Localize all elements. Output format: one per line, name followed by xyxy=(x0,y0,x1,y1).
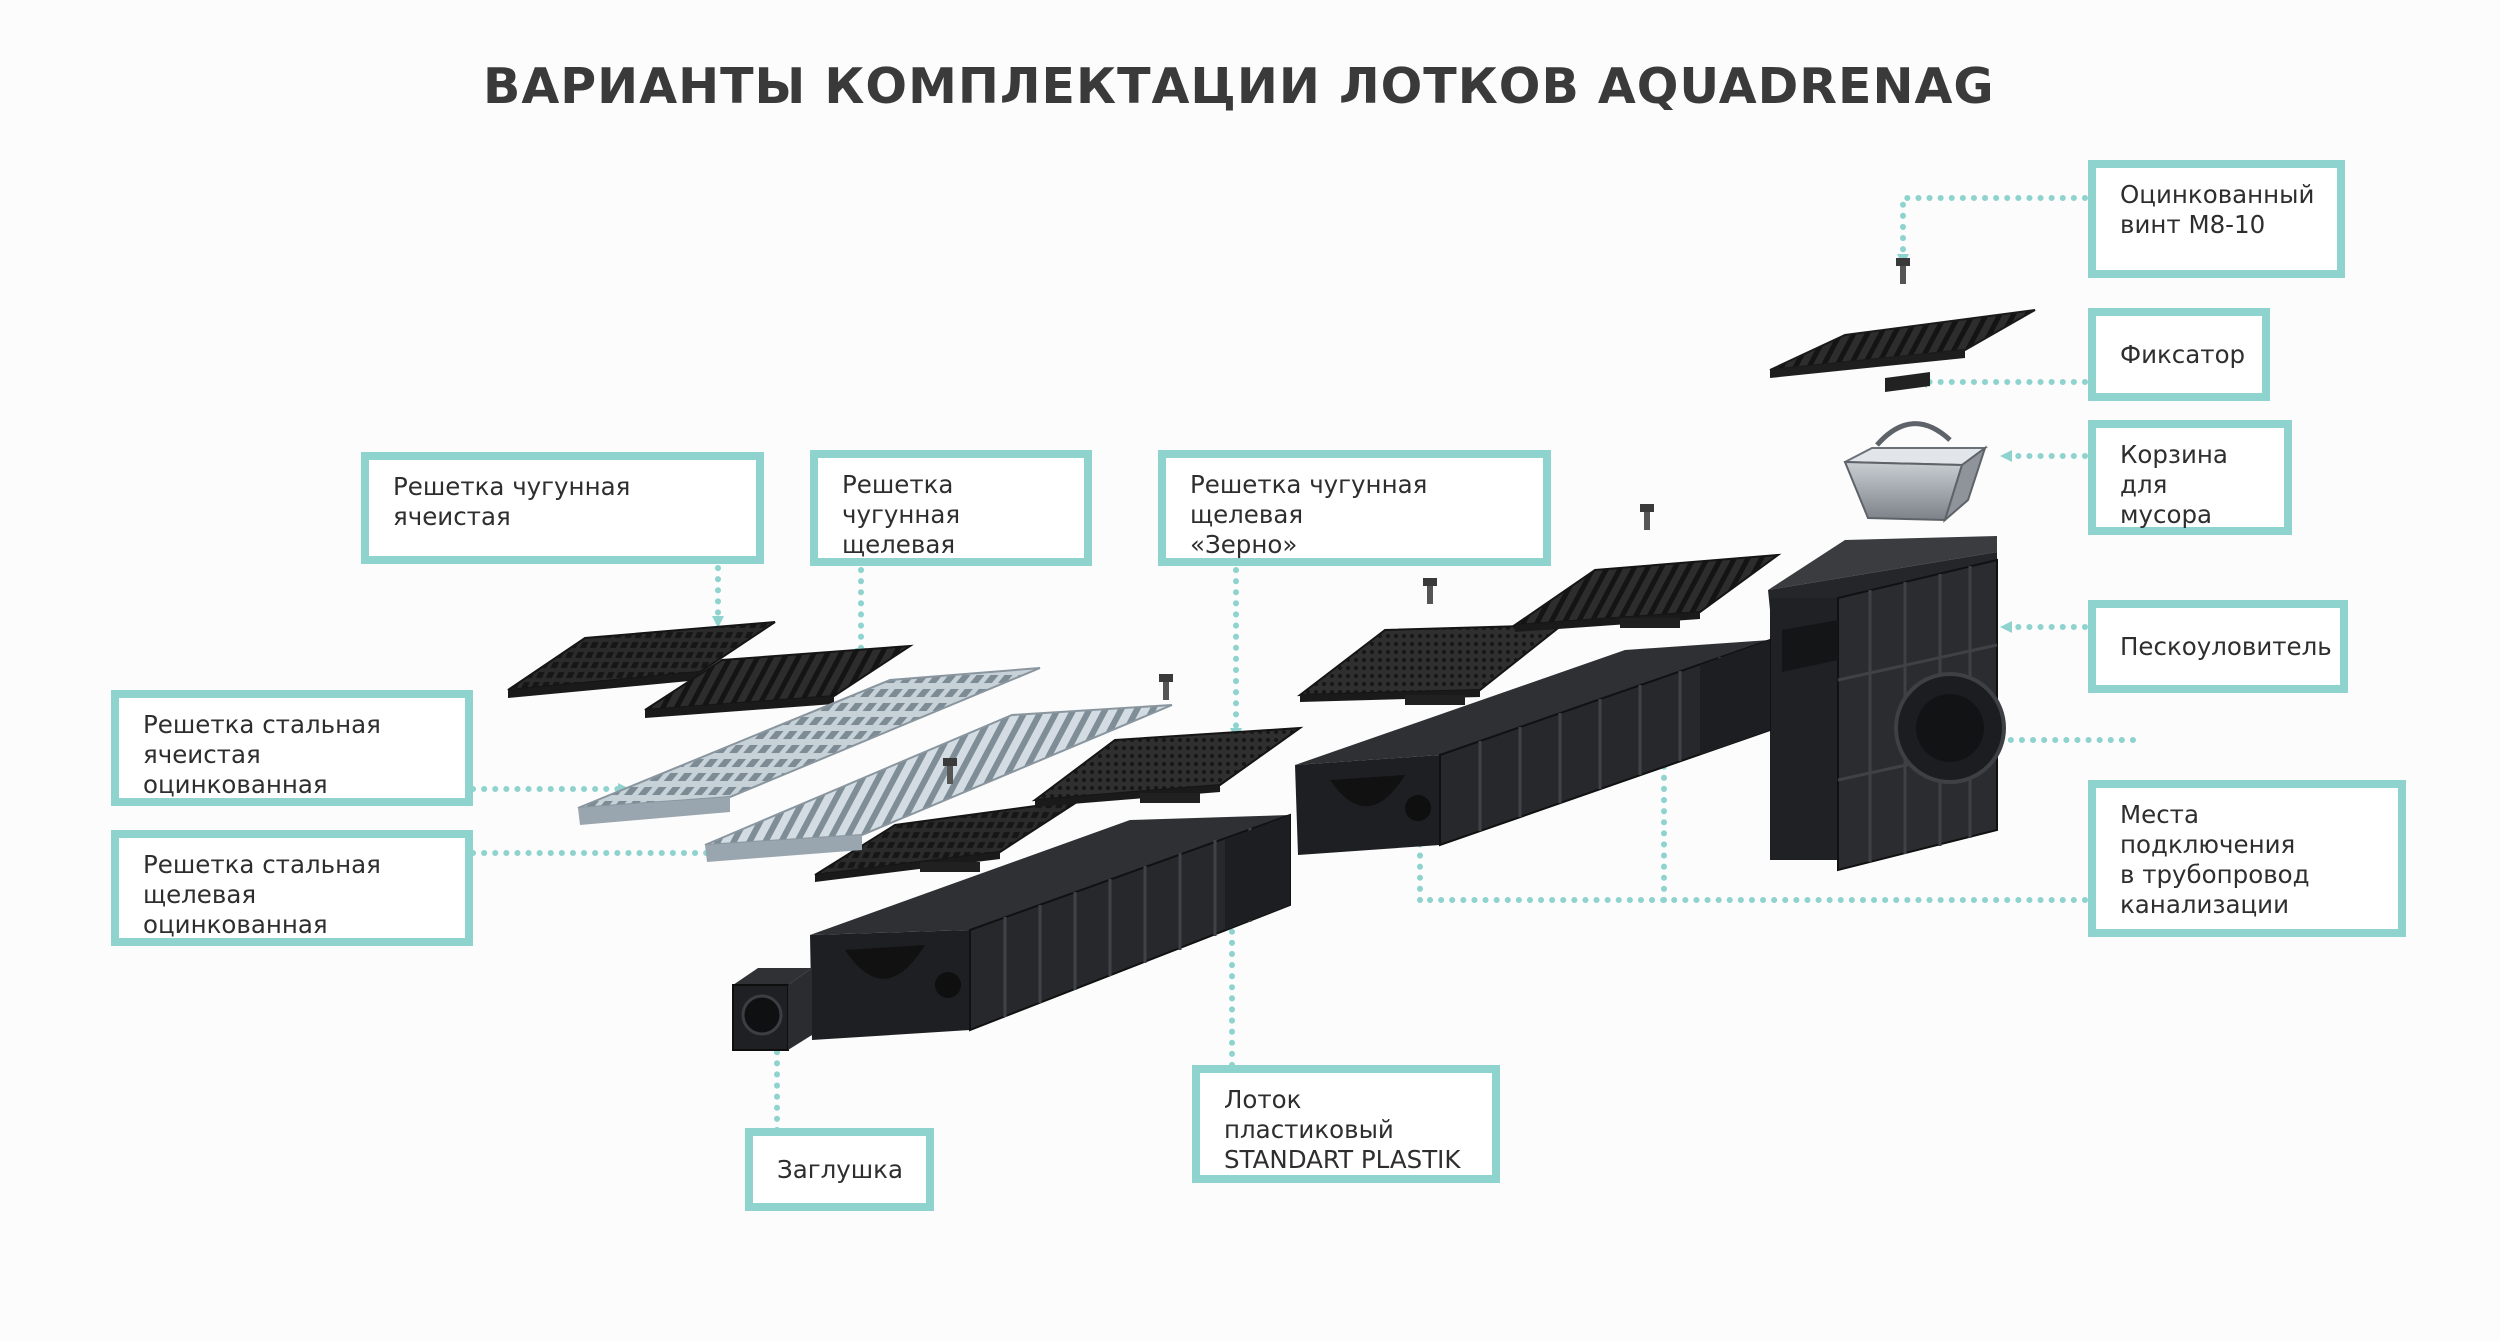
label-cast-slot-grain-text: Решетка чугунная щелевая «Зерно» xyxy=(1190,470,1428,559)
label-cast-cell-grate-text: Решетка чугунная ячеистая xyxy=(393,472,631,531)
grate-icon xyxy=(704,704,1173,862)
grate-icon xyxy=(507,621,776,698)
channel-icon xyxy=(1295,638,1771,855)
label-bolt: Оцинкованный винт М8-10 xyxy=(2088,160,2345,278)
label-cast-slot-grate-text: Решетка чугунная щелевая xyxy=(842,470,961,559)
label-fixator: Фиксатор xyxy=(2088,308,2270,401)
label-channel-text: Лоток пластиковый STANDART PLASTIK xyxy=(1224,1085,1461,1174)
label-steel-cell-grate-text: Решетка стальная ячеистая оцинкованная xyxy=(143,710,381,799)
label-steel-slot-grate: Решетка стальная щелевая оцинкованная xyxy=(111,830,473,946)
grate-icon xyxy=(1031,726,1304,807)
label-pipe-connection-text: Места подключения в трубопровод канализа… xyxy=(2120,800,2310,919)
label-cast-cell-grate: Решетка чугунная ячеистая xyxy=(361,452,764,564)
label-pipe-connection: Места подключения в трубопровод канализа… xyxy=(2088,780,2406,937)
label-cast-slot-grain: Решетка чугунная щелевая «Зерно» xyxy=(1158,450,1551,566)
label-sand-trap-text: Пескоуловитель xyxy=(2120,631,2332,661)
bolt-icon xyxy=(1896,258,1910,284)
arrowhead xyxy=(2000,450,2012,462)
label-cast-slot-grate: Решетка чугунная щелевая xyxy=(810,450,1092,566)
bolt-icon xyxy=(1423,578,1437,604)
grate-icon xyxy=(1769,309,2036,378)
arrowhead xyxy=(2000,621,2012,633)
fixator-clip-icon xyxy=(1885,372,1930,392)
grate-icon xyxy=(1296,623,1565,705)
grate-icon xyxy=(644,644,914,718)
bolt-icon xyxy=(943,758,957,784)
label-sand-trap: Пескоуловитель xyxy=(2088,600,2348,693)
channel-icon xyxy=(810,813,1291,1040)
leader-bolt xyxy=(1900,195,2088,259)
label-channel: Лоток пластиковый STANDART PLASTIK xyxy=(1192,1065,1500,1183)
grate-icon xyxy=(577,667,1041,825)
bolt-icon xyxy=(1640,504,1654,530)
label-steel-slot-grate-text: Решетка стальная щелевая оцинкованная xyxy=(143,850,381,939)
grate-icon xyxy=(1511,553,1782,632)
label-fixator-text: Фиксатор xyxy=(2120,339,2246,369)
arrowhead xyxy=(712,616,724,628)
label-bolt-text: Оцинкованный винт М8-10 xyxy=(2120,180,2315,239)
label-end-cap: Заглушка xyxy=(745,1128,934,1211)
page-title: ВАРИАНТЫ КОМПЛЕКТАЦИИ ЛОТКОВ AQUADRENAG xyxy=(483,58,1995,115)
sand-trap-icon xyxy=(1768,536,2006,872)
label-basket: Корзина для мусора xyxy=(2088,420,2292,535)
label-basket-text: Корзина для мусора xyxy=(2120,440,2228,529)
label-steel-cell-grate: Решетка стальная ячеистая оцинкованная xyxy=(111,690,473,806)
bolt-icon xyxy=(1159,674,1173,700)
end-cap-icon xyxy=(732,968,812,1051)
label-end-cap-text: Заглушка xyxy=(777,1154,903,1184)
basket-icon xyxy=(1843,421,1989,524)
